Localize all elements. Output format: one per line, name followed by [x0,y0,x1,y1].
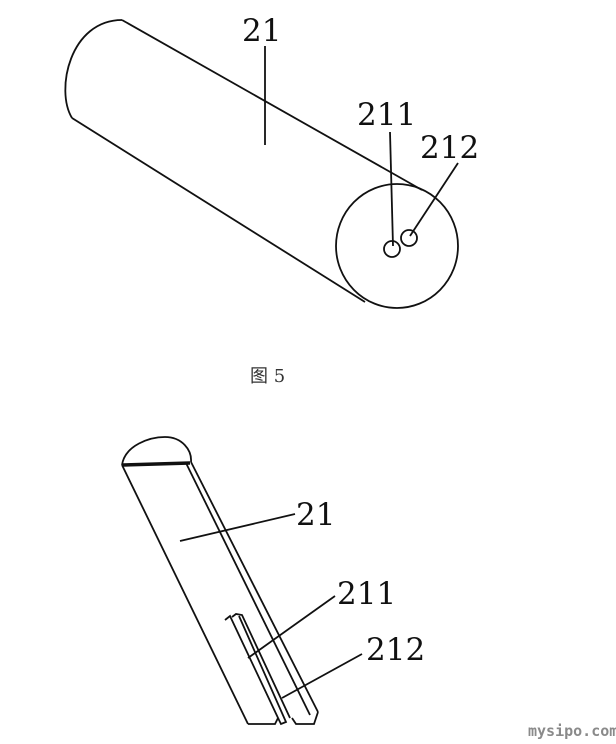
label-21: 21 [296,497,335,533]
leader-211 [389,131,394,247]
figure-5-caption: 图 5 [250,366,285,387]
hole-212 [400,229,418,247]
grooves-211-212 [224,613,291,726]
bottom-right-edge [291,711,319,725]
right-edge-outer [190,461,319,713]
hole-211 [383,240,401,258]
figure-6-half-cylinder: 21 211 212 [121,436,425,726]
leader-211 [247,595,336,659]
label-211: 211 [337,576,396,612]
figure-5-cylinder: 21 211 212 [64,13,479,309]
end-cap-arc [121,436,192,466]
right-edge-inner [185,462,311,716]
label-212: 212 [420,130,479,166]
cylinder-end-face [335,183,459,309]
cylinder-left-end [64,19,123,119]
left-edge [121,464,249,725]
leader-212 [409,162,459,237]
end-cap-flat-edge [122,461,191,467]
label-211: 211 [357,97,416,133]
cylinder-bottom-edge [71,117,366,303]
leader-212 [281,653,363,699]
bottom-left-edge [248,717,279,725]
cylinder-top-edge [121,19,423,191]
leader-21 [179,513,296,542]
label-21: 21 [242,13,281,49]
label-212: 212 [366,632,425,668]
watermark: mysipo.com [528,722,616,740]
